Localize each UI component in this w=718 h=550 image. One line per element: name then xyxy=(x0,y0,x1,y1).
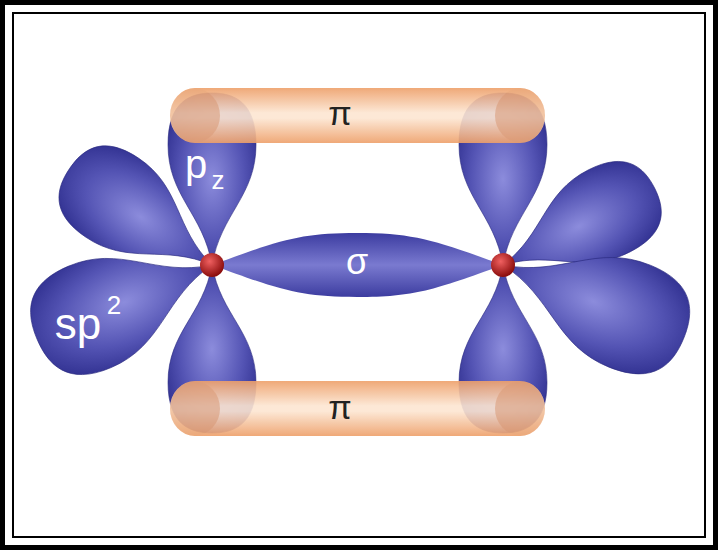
pi-bond-top xyxy=(170,88,545,143)
carbon-atom xyxy=(491,253,515,277)
orbital-label: p xyxy=(185,144,207,184)
orbital-label: sp xyxy=(55,302,101,346)
orbital-subscript: z xyxy=(212,167,225,193)
pi-label: π xyxy=(328,96,351,130)
outer-frame xyxy=(3,3,716,548)
pi-label: π xyxy=(328,390,351,424)
sigma-bond xyxy=(212,233,503,297)
pi-bond-bottom xyxy=(170,381,545,436)
carbon-atom xyxy=(200,253,224,277)
orbital-lobe xyxy=(16,214,234,389)
inner-frame xyxy=(13,13,705,537)
orbital-lobe xyxy=(482,214,704,389)
sigma-label: σ xyxy=(346,244,368,280)
orbital-superscript: 2 xyxy=(107,292,121,318)
